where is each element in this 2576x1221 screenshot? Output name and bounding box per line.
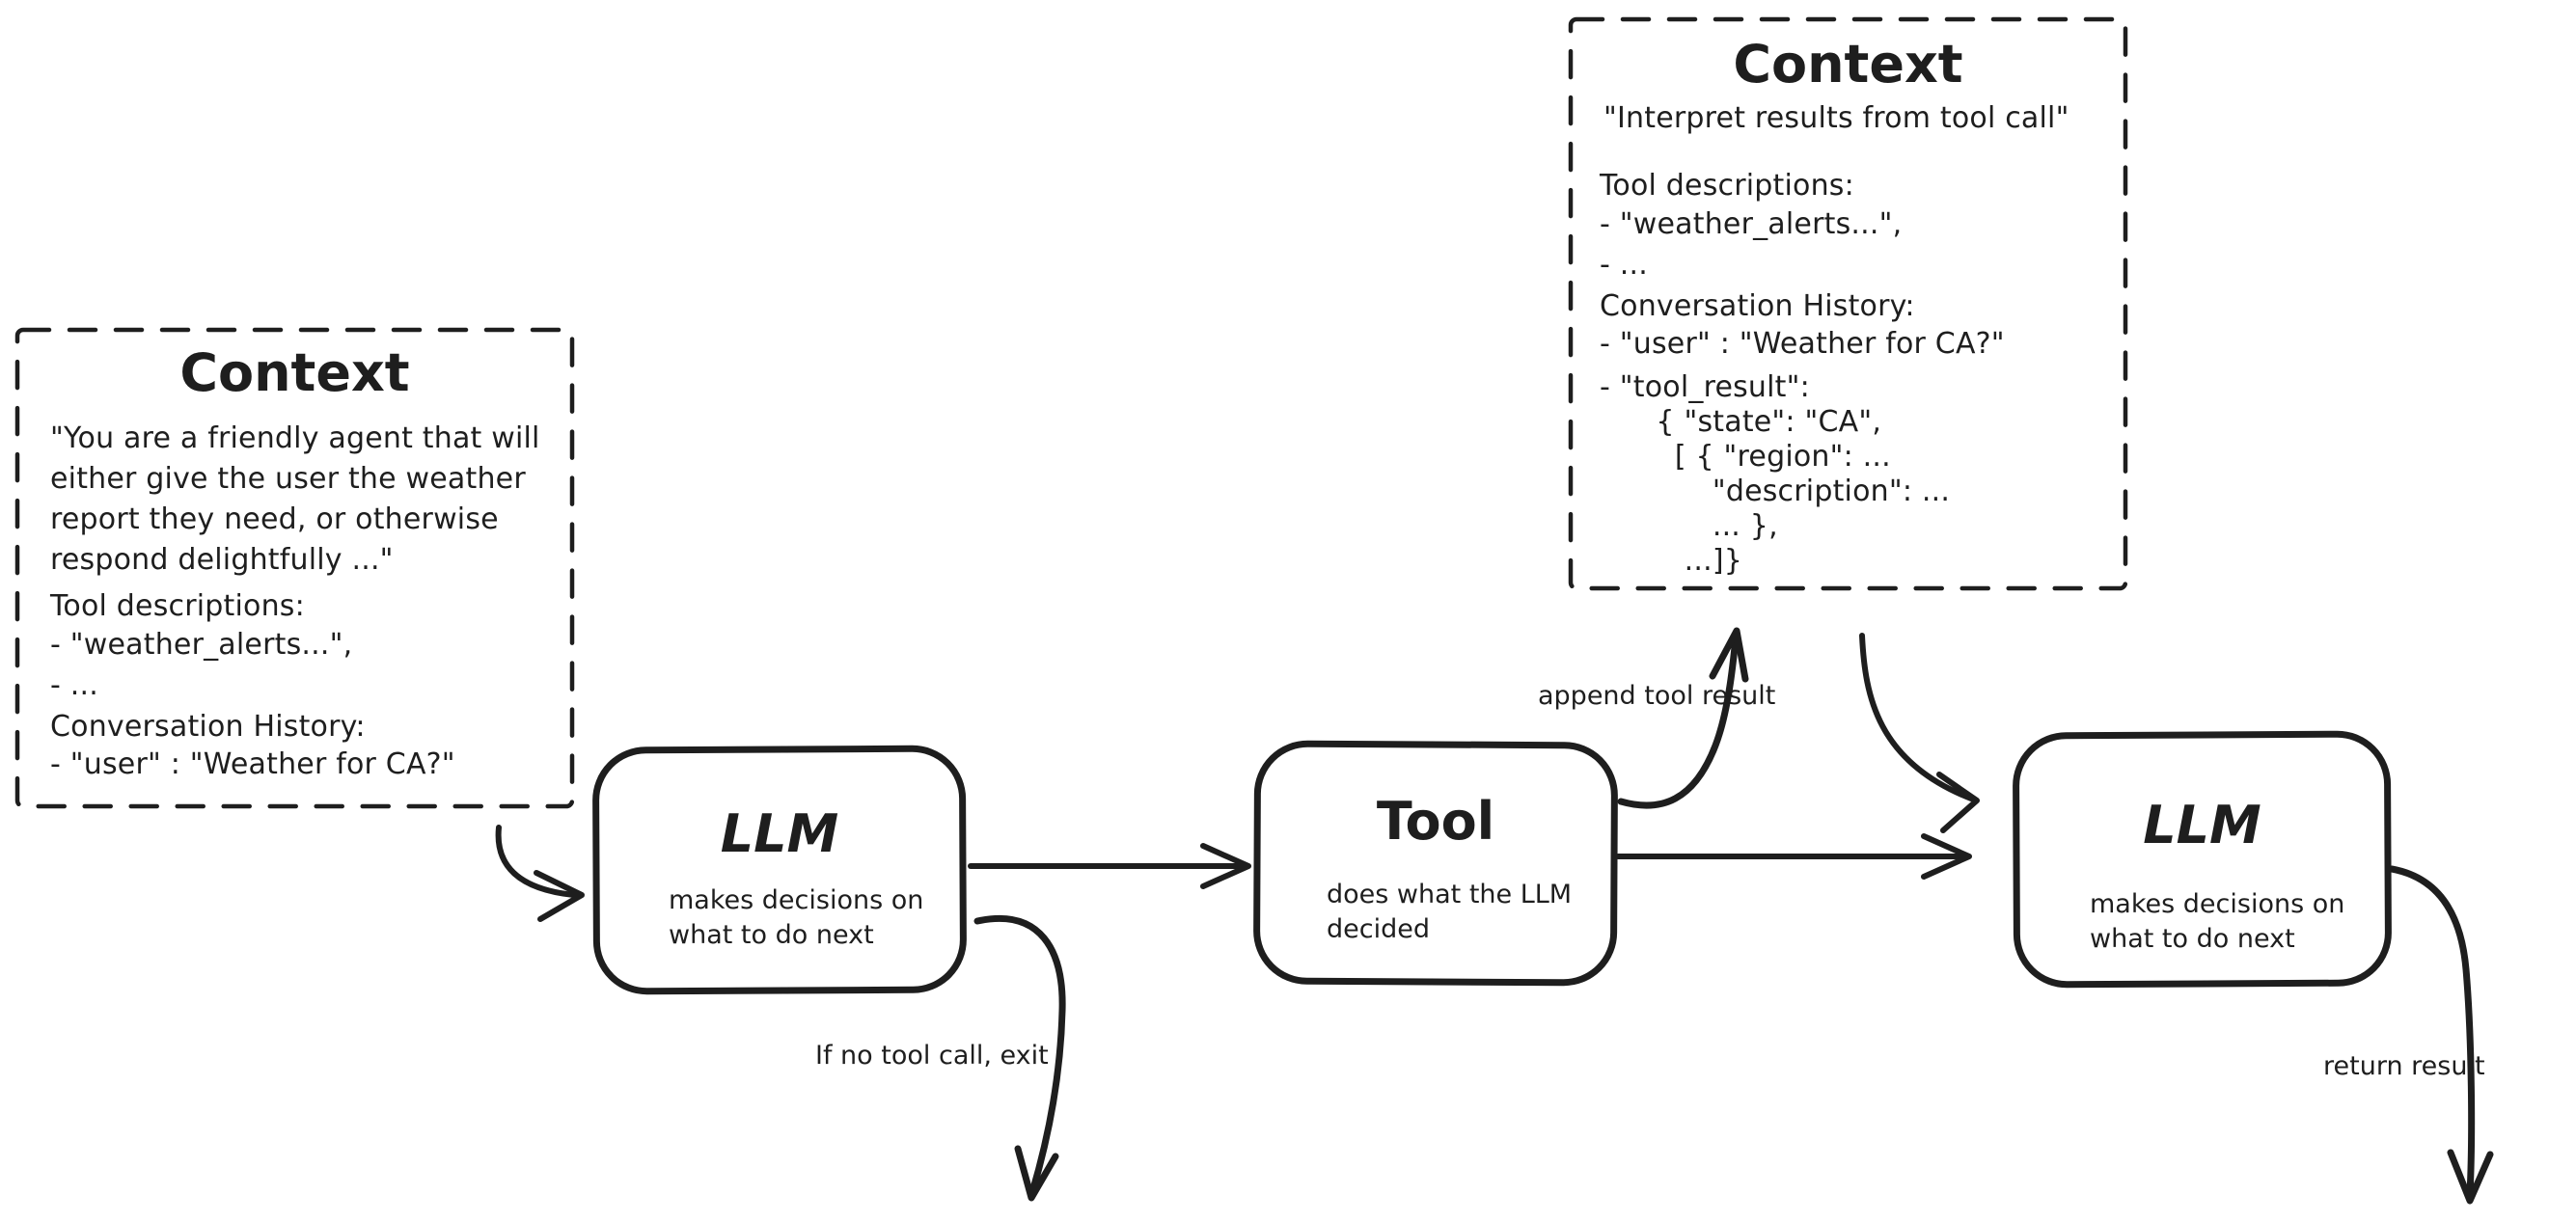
arrow-context-left-to-llm1 — [495, 825, 585, 922]
arrow-llm2-return — [2388, 865, 2494, 1205]
context-left-system-prompt: "You are a friendly agent that will eith… — [50, 421, 540, 577]
context-top-tool-result-block: - "tool_result": { "state": "CA", [ { "r… — [1600, 370, 1951, 578]
llm-2-node-subtitle: makes decisions on what to do next — [2090, 889, 2345, 954]
arrow-llm1-exit — [973, 914, 1066, 1202]
context-top-tool-descriptions-header: Tool descriptions: — [1600, 169, 1854, 203]
context-top-tool-descriptions-items: - "weather_alerts...", - ... — [1600, 207, 1903, 282]
context-left-conversation-history-header: Conversation History: — [50, 710, 366, 744]
arrow-tool-to-llm2 — [1615, 833, 1972, 880]
context-top-conversation-history-items: - "user" : "Weather for CA?" — [1600, 327, 2005, 361]
context-left-tool-descriptions-header: Tool descriptions: — [50, 589, 305, 623]
context-left-tool-descriptions-items: - "weather_alerts...", - ... — [50, 628, 353, 702]
context-left-conversation-history-items: - "user" : "Weather for CA?" — [50, 747, 455, 781]
llm-1-node-box — [592, 745, 967, 995]
tool-node-title: Tool — [1376, 791, 1495, 852]
edge-label-append-tool-result: append tool result — [1538, 681, 1776, 711]
context-top-conversation-history-header: Conversation History: — [1600, 289, 1915, 323]
tool-node-subtitle: does what the LLM decided — [1327, 880, 1573, 944]
arrow-tool-to-context-top — [1617, 627, 1749, 809]
tool-node-box — [1253, 740, 1618, 987]
context-top-title: Context — [1733, 34, 1963, 95]
arrow-llm1-to-tool — [968, 843, 1251, 889]
llm-1-node-title: LLM — [720, 803, 839, 864]
context-top-system-prompt: "Interpret results from tool call" — [1603, 101, 2069, 135]
arrow-context-top-to-llm2 — [1859, 633, 1980, 833]
llm-1-node-subtitle: makes decisions on what to do next — [669, 885, 924, 950]
context-top-box — [1568, 16, 2128, 591]
llm-2-node-box — [2013, 730, 2392, 989]
context-left-box — [14, 327, 575, 809]
edge-label-if-no-tool-call-exit: If no tool call, exit — [815, 1041, 1049, 1071]
llm-2-node-title: LLM — [2143, 795, 2261, 855]
edge-label-return-result: return result — [2323, 1051, 2485, 1081]
context-left-title: Context — [179, 342, 410, 403]
